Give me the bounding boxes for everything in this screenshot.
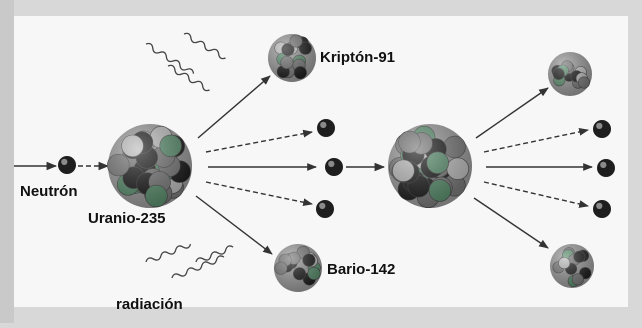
neutron-label: Neutrón xyxy=(20,183,78,200)
arrow-to-barium xyxy=(195,195,273,255)
neutron-icon xyxy=(316,200,334,218)
arrow-right-2 xyxy=(483,127,589,153)
neutron-icon xyxy=(597,159,615,177)
neutron-icon xyxy=(58,156,76,174)
left-edge-strip xyxy=(0,0,14,323)
neutron-icon xyxy=(317,119,335,137)
radiation-wave-icon xyxy=(145,243,234,279)
barium-nucleus-icon xyxy=(274,244,322,292)
fragment-nucleus-icon xyxy=(550,244,594,288)
uranium-label: Uranio-235 xyxy=(88,210,166,227)
arrow-right-1 xyxy=(475,87,549,139)
radiation-label: radiación xyxy=(116,296,183,313)
arrow-right-5 xyxy=(473,197,549,249)
krypton-label: Kriptón-91 xyxy=(320,49,395,66)
radiation-wave-icon xyxy=(145,32,226,92)
krypton-nucleus-icon xyxy=(268,34,316,82)
arrow-right-4 xyxy=(483,181,589,208)
barium-label: Bario-142 xyxy=(327,261,396,278)
neutron-icon xyxy=(593,200,611,218)
arrow-to-neutron-1 xyxy=(205,129,313,153)
uranium-nucleus-icon xyxy=(107,124,192,208)
arrow-to-neutron-3 xyxy=(205,181,313,207)
neutron-icon xyxy=(325,158,343,176)
neutron-icon xyxy=(593,120,611,138)
arrow-to-krypton xyxy=(197,75,271,139)
uranium-nucleus-icon xyxy=(388,124,472,209)
fragment-nucleus-icon xyxy=(548,52,592,96)
